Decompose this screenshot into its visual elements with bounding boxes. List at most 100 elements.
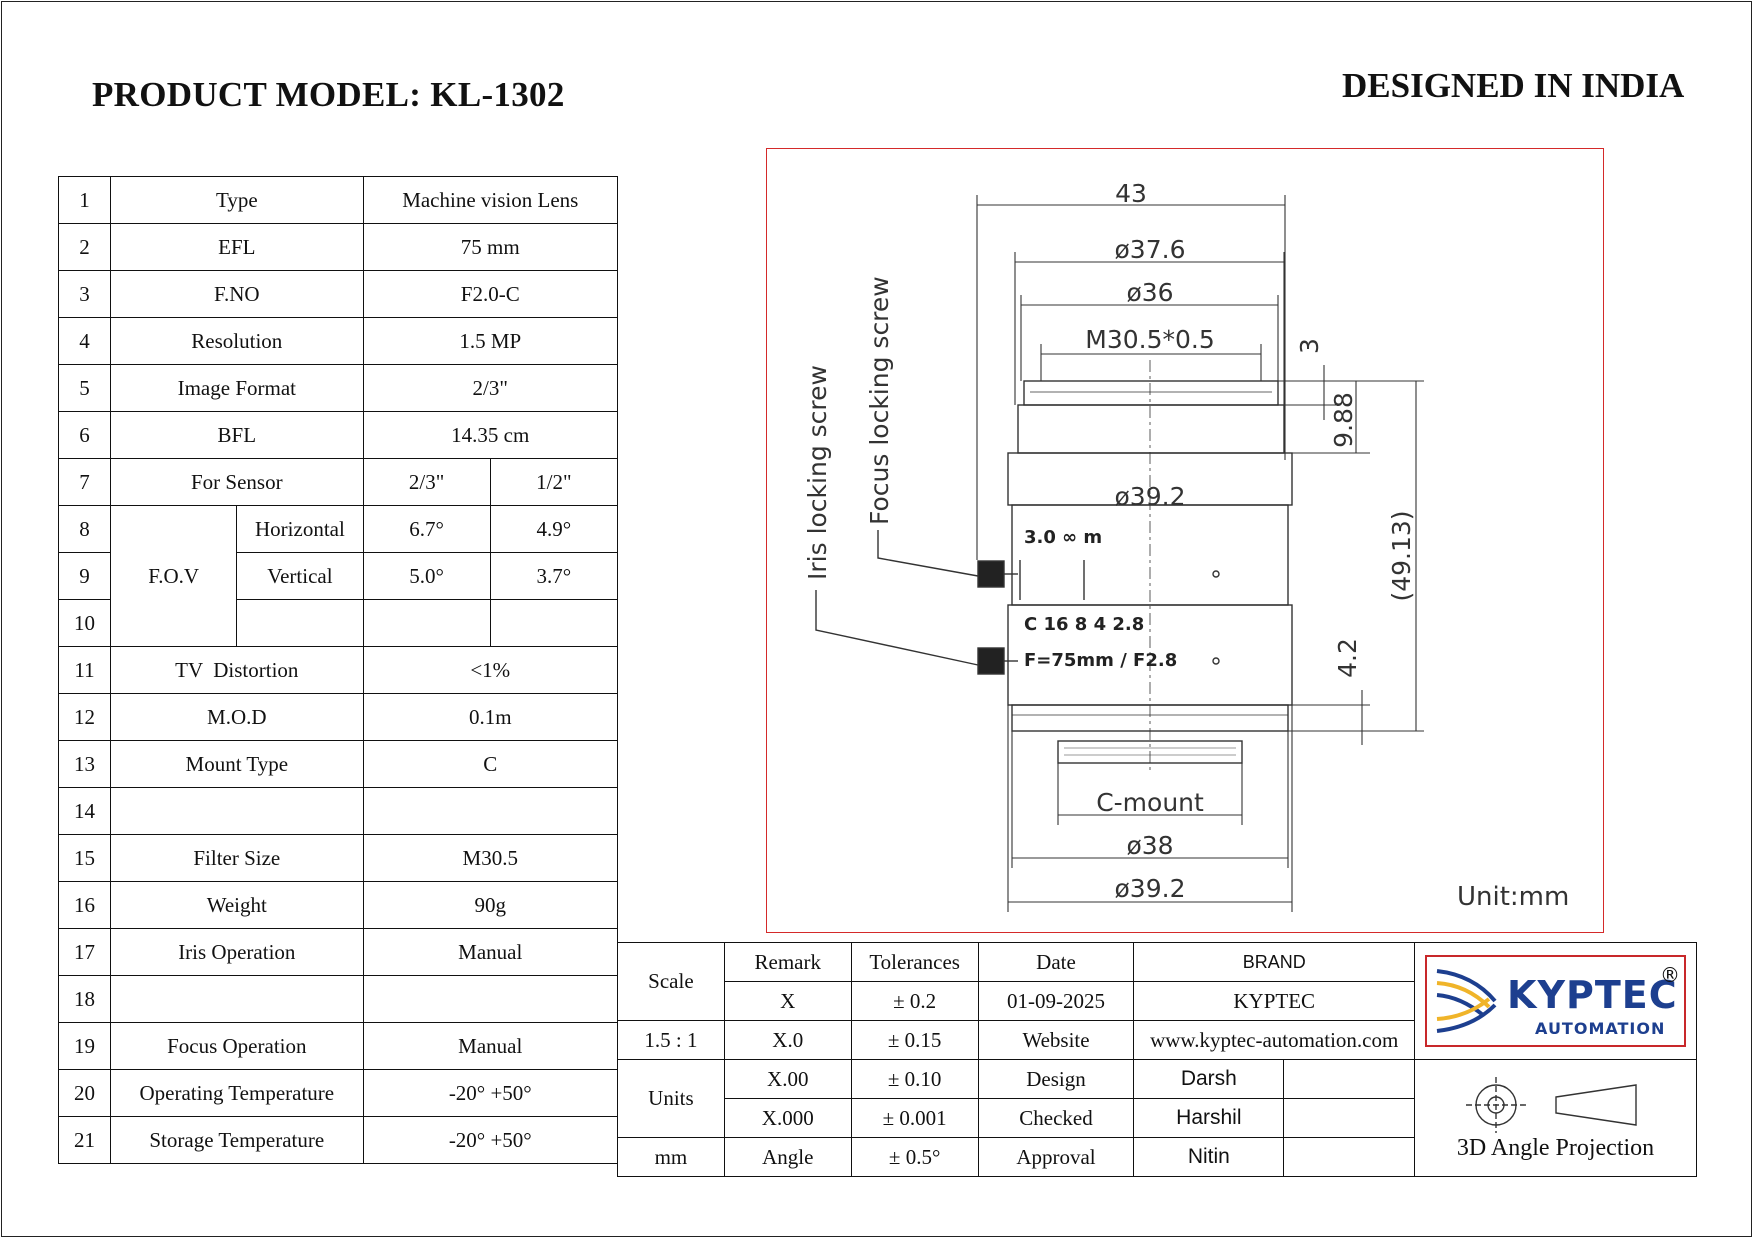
row-number: 16	[57, 881, 112, 929]
logo-subtext: AUTOMATION	[1535, 1019, 1666, 1038]
spec-row: 14	[57, 787, 619, 835]
spec-value: 90g	[362, 881, 619, 929]
empty-cell	[1283, 1059, 1416, 1099]
remark-cell: X	[723, 981, 852, 1021]
date-value: 01-09-2025	[977, 981, 1135, 1021]
fov-value: 4.9°	[489, 505, 619, 553]
spec-label: Storage Temperature	[110, 1116, 364, 1164]
row-number: 3	[57, 270, 112, 318]
spec-label: Image Format	[110, 364, 364, 412]
sensor-col-1: 2/3"	[362, 458, 491, 506]
date-header: Date	[977, 942, 1135, 982]
spec-value: 1.5 MP	[362, 317, 619, 365]
spec-value: 2/3"	[362, 364, 619, 412]
tolerance-cell: ± 0.15	[850, 1020, 979, 1060]
fov-value: 6.7°	[362, 505, 491, 553]
spec-value: C	[362, 740, 619, 788]
tb-row: Units X.00 ± 0.10 Design Darsh 3D Angle …	[617, 1059, 1697, 1177]
row-number: 1	[57, 176, 112, 224]
remark-cell: Angle	[723, 1137, 852, 1177]
spec-label: Weight	[110, 881, 364, 929]
row-number: 18	[57, 975, 112, 1023]
checked-label: Checked	[977, 1098, 1135, 1138]
spec-value: Manual	[362, 1022, 619, 1070]
empty-cell	[489, 599, 619, 647]
spec-value: 0.1m	[362, 693, 619, 741]
spec-label: Resolution	[110, 317, 364, 365]
spec-value: <1%	[362, 646, 619, 694]
logo-text: KYPTEC	[1507, 973, 1678, 1017]
tolerance-cell: ± 0.001	[850, 1098, 979, 1138]
kyptec-logo: KYPTEC ® AUTOMATION	[1425, 955, 1686, 1047]
empty-cell	[236, 599, 364, 647]
brand-value: KYPTEC	[1133, 981, 1416, 1021]
row-number: 12	[57, 693, 112, 741]
title-block: Scale Remark Tolerances Date BRAND KYPTE…	[617, 942, 1697, 1177]
remark-header: Remark	[723, 942, 852, 982]
sensor-col-2: 1/2"	[489, 458, 619, 506]
fov-sub-label: Horizontal	[236, 505, 364, 553]
row-number: 11	[57, 646, 112, 694]
spec-label: EFL	[110, 223, 364, 271]
row-number: 2	[57, 223, 112, 271]
spec-value: -20° +50°	[362, 1116, 619, 1164]
units-value: mm	[617, 1137, 725, 1177]
row-number: 14	[57, 787, 112, 835]
row-number: 13	[57, 740, 112, 788]
spec-value: Machine vision Lens	[362, 176, 619, 224]
designed-in-title: DESIGNED IN INDIA	[1342, 66, 1685, 105]
spec-label: F.NO	[110, 270, 364, 318]
spec-value: -20° +50°	[362, 1069, 619, 1117]
spec-value: 75 mm	[362, 223, 619, 271]
website-label: Website	[977, 1020, 1135, 1060]
spec-label: Focus Operation	[110, 1022, 364, 1070]
spec-value	[362, 975, 619, 1023]
spec-label	[110, 787, 364, 835]
empty-cell	[362, 599, 491, 647]
spec-value	[362, 787, 619, 835]
empty-cell	[1283, 1098, 1416, 1138]
spec-label	[110, 975, 364, 1023]
checked-value: Harshil	[1133, 1098, 1285, 1138]
product-model-title: PRODUCT MODEL: KL-1302	[92, 75, 565, 114]
spec-row: 18	[57, 975, 619, 1023]
approval-label: Approval	[977, 1137, 1135, 1177]
spec-label: M.O.D	[110, 693, 364, 741]
website-value: www.kyptec-automation.com	[1133, 1020, 1416, 1060]
logo-registered: ®	[1660, 963, 1680, 987]
design-value: Darsh	[1133, 1059, 1285, 1099]
fov-value: 3.7°	[489, 552, 619, 600]
row-number: 10	[57, 599, 112, 647]
logo-mark	[1436, 969, 1497, 1033]
spec-label: Iris Operation	[110, 928, 364, 976]
fov-value: 5.0°	[362, 552, 491, 600]
row-number: 7	[57, 458, 112, 506]
tb-row: mm Angle ± 0.5° Approval Nitin	[617, 1137, 1697, 1177]
row-number: 6	[57, 411, 112, 459]
spec-label: Filter Size	[110, 834, 364, 882]
projection-cell: 3D Angle Projection	[1414, 1059, 1697, 1177]
scale-label: Scale	[617, 942, 725, 1021]
spec-value: Manual	[362, 928, 619, 976]
tb-row: 1.5 : 1 X.0 ± 0.15 Website www.kyptec-au…	[617, 1020, 1697, 1060]
tb-row: X.000 ± 0.001 Checked Harshil	[618, 1098, 1697, 1138]
spec-label: Type	[110, 176, 364, 224]
